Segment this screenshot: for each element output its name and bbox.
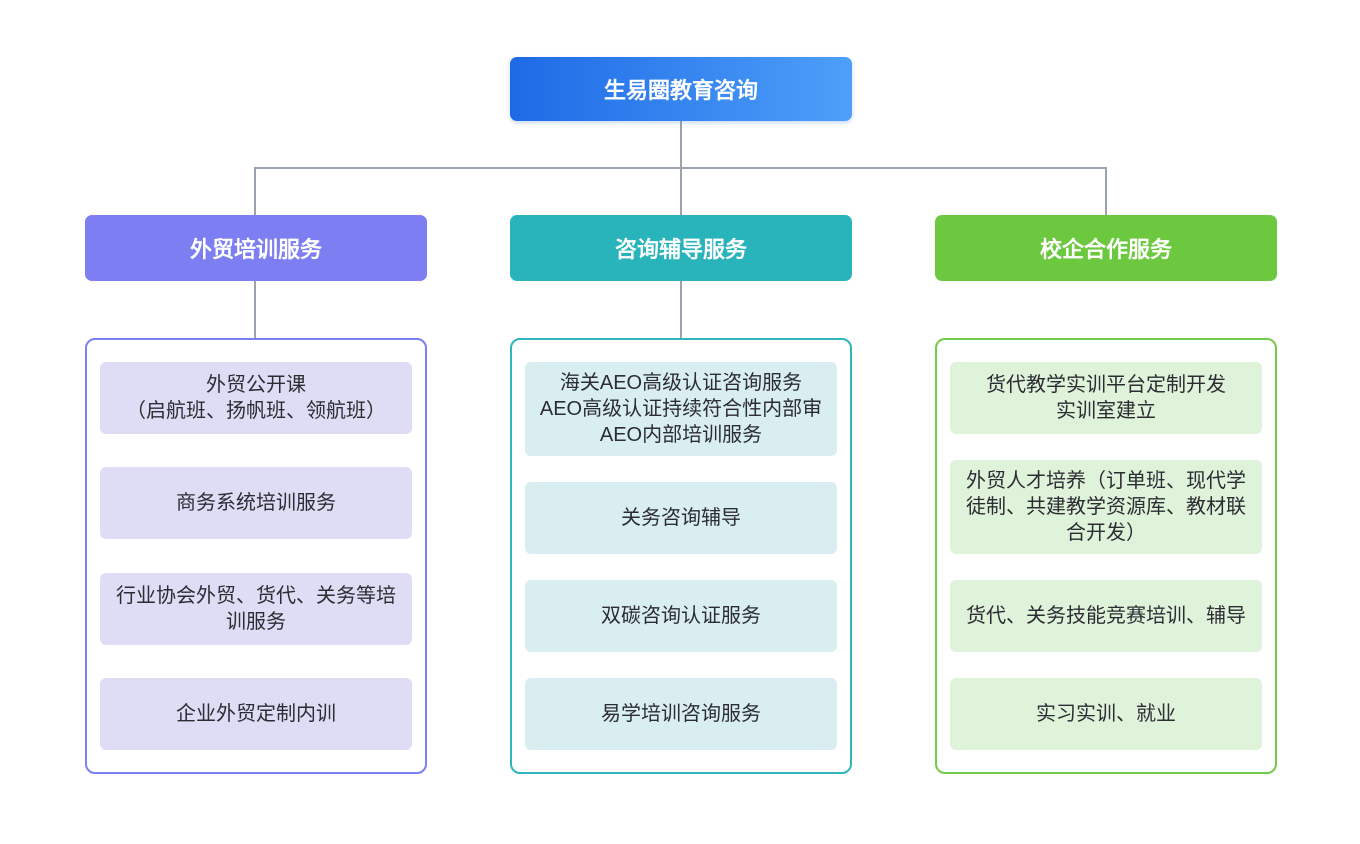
connector-branch-2-stem — [680, 167, 682, 216]
branch-header-foreign-trade-training: 外贸培训服务 — [85, 215, 427, 281]
branch-2-item-3: 双碳咨询认证服务 — [525, 580, 837, 652]
branch-header-consulting-coaching: 咨询辅导服务 — [510, 215, 852, 281]
branch-1-item-group: 外贸公开课 （启航班、扬帆班、领航班） 商务系统培训服务 行业协会外贸、货代、关… — [85, 338, 427, 774]
branch-3-item-1: 货代教学实训平台定制开发 实训室建立 — [950, 362, 1262, 434]
branch-1-item-2: 商务系统培训服务 — [100, 467, 412, 540]
branch-3-item-group: 货代教学实训平台定制开发 实训室建立 外贸人才培养（订单班、现代学徒制、共建教学… — [935, 338, 1277, 774]
branch-2-item-2: 关务咨询辅导 — [525, 482, 837, 554]
connector-branch-1-container-stem — [254, 281, 256, 339]
branch-2-item-group: 海关AEO高级认证咨询服务 AEO高级认证持续符合性内部审 AEO内部培训服务 … — [510, 338, 852, 774]
connector-branch-3-stem — [1105, 167, 1107, 216]
connector-branch-1-stem — [254, 167, 256, 216]
branch-header-school-enterprise-cooperation: 校企合作服务 — [935, 215, 1277, 281]
connector-root-stem — [680, 121, 682, 168]
branch-1-item-3: 行业协会外贸、货代、关务等培训服务 — [100, 572, 412, 645]
branch-1-item-4: 企业外贸定制内训 — [100, 677, 412, 750]
branch-3-item-3: 货代、关务技能竞赛培训、辅导 — [950, 580, 1262, 652]
branch-2-item-4: 易学培训咨询服务 — [525, 678, 837, 750]
branch-3-item-4: 实习实训、就业 — [950, 678, 1262, 750]
branch-1-item-1: 外贸公开课 （启航班、扬帆班、领航班） — [100, 362, 412, 434]
connector-branch-2-container-stem — [680, 281, 682, 339]
branch-3-item-2: 外贸人才培养（订单班、现代学徒制、共建教学资源库、教材联合开发） — [950, 460, 1262, 554]
root-node: 生易圈教育咨询 — [510, 57, 852, 121]
branch-2-item-1: 海关AEO高级认证咨询服务 AEO高级认证持续符合性内部审 AEO内部培训服务 — [525, 362, 837, 456]
